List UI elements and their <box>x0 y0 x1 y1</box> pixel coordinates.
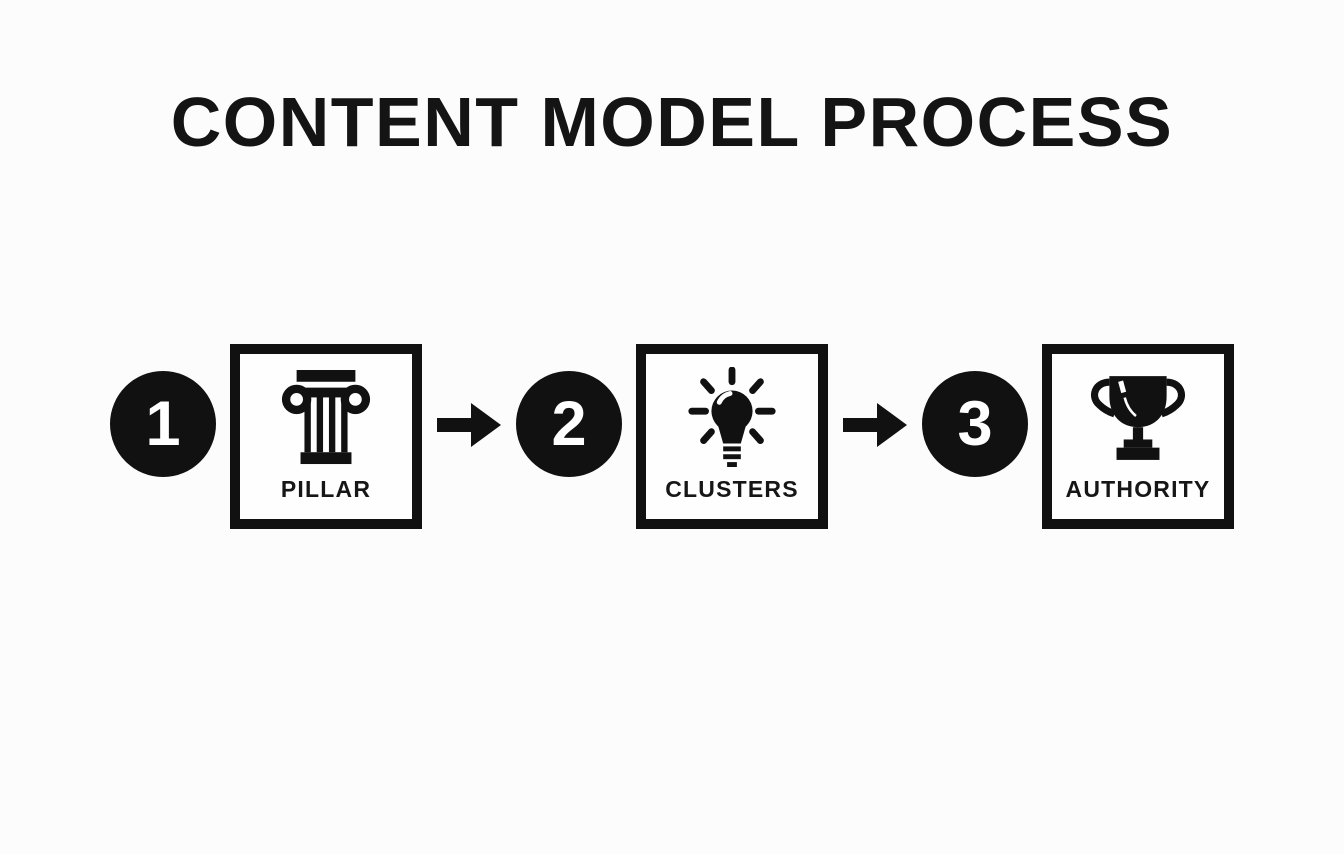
step-card-authority: AUTHORITY <box>1042 343 1234 529</box>
step-label: AUTHORITY <box>1065 475 1211 502</box>
step-label: PILLAR <box>280 475 372 502</box>
step-number-badge: 1 <box>110 371 216 477</box>
process-flow: 1 PILLAR <box>0 343 1344 529</box>
step-number-badge: 3 <box>922 371 1028 477</box>
step-3-authority: 3 AUTHORITY <box>922 343 1234 529</box>
right-arrow-icon <box>843 402 907 452</box>
step-card-clusters: CLUSTERS <box>636 343 828 529</box>
trophy-icon <box>1086 368 1190 468</box>
right-arrow-icon <box>437 402 501 452</box>
step-card-pillar: PILLAR <box>230 343 422 529</box>
infographic-canvas: CONTENT MODEL PROCESS 1 <box>0 83 1344 854</box>
step-number-badge: 2 <box>516 371 622 477</box>
step-1-pillar: 1 PILLAR <box>110 343 422 529</box>
page-title: CONTENT MODEL PROCESS <box>170 83 1174 161</box>
step-2-clusters: 2 <box>516 343 828 529</box>
lightbulb-icon <box>683 366 781 468</box>
step-label: CLUSTERS <box>665 475 799 502</box>
pillar-icon <box>277 368 375 468</box>
